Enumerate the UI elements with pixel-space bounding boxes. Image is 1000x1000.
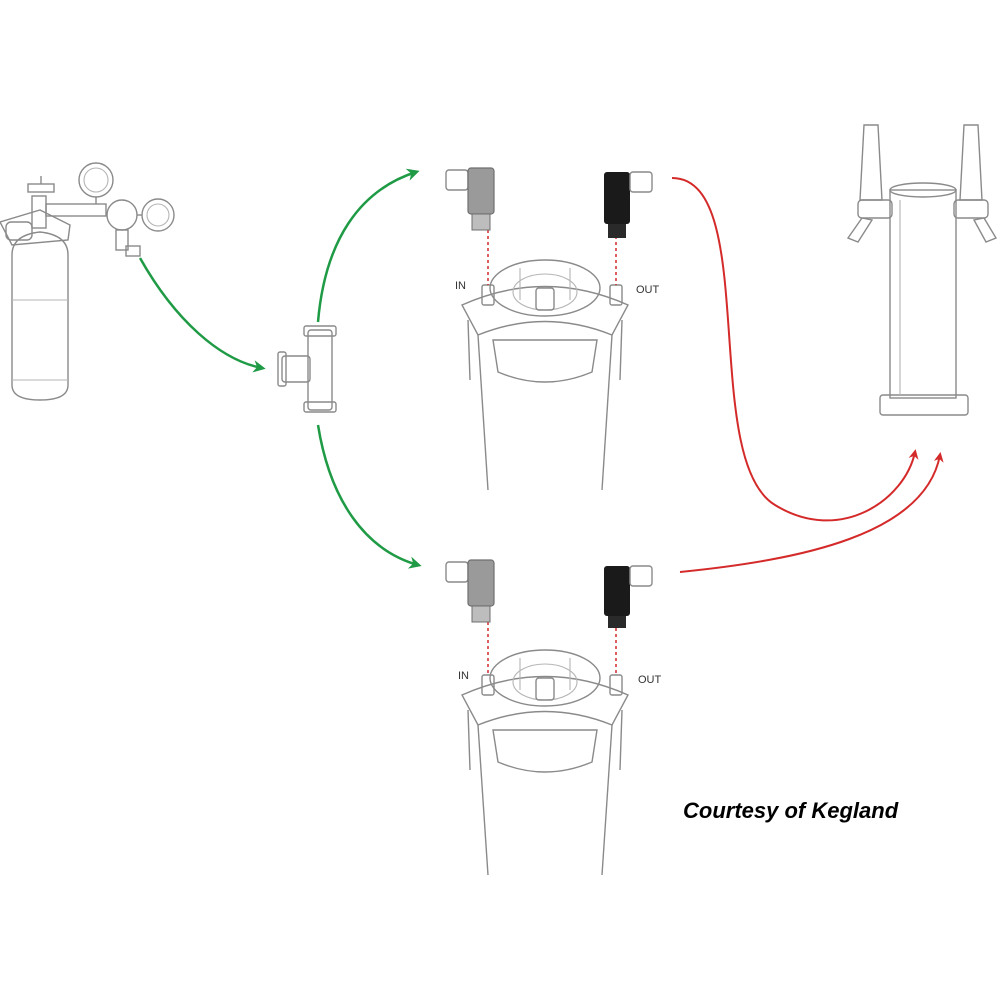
beer-tower-icon — [846, 124, 998, 416]
keg-top: IN OUT — [445, 167, 660, 491]
gas-line-to-top-keg — [316, 168, 420, 323]
out-label: OUT — [638, 674, 662, 686]
gas-line-to-splitter — [138, 257, 266, 373]
liquid-disconnect-icon — [604, 565, 653, 628]
in-label: IN — [455, 280, 466, 292]
liquid-disconnect-icon — [604, 171, 653, 238]
out-label: OUT — [636, 284, 660, 296]
keg-bottom: IN OUT — [445, 559, 662, 876]
credit-text: Courtesy of Kegland — [683, 798, 899, 823]
gas-disconnect-icon — [445, 559, 495, 623]
gas-disconnect-icon — [445, 167, 495, 231]
co2-cylinder-icon — [0, 162, 175, 401]
gas-line-to-bottom-keg — [316, 424, 422, 569]
beer-line-top-keg-to-tap — [671, 177, 919, 522]
in-label: IN — [458, 670, 469, 682]
beer-line-bottom-keg-to-tap — [679, 452, 944, 573]
tee-splitter-icon — [277, 325, 337, 413]
